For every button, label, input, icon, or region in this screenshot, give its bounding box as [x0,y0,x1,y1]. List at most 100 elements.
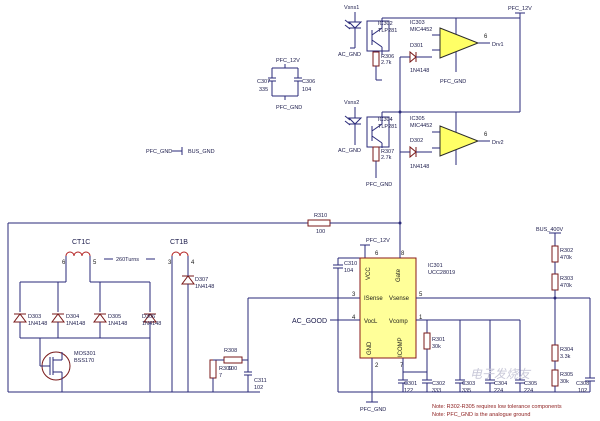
r309-ref: R309 [219,366,232,372]
r306-ref: R306 [381,54,394,60]
r308-value: 100 [228,366,237,372]
d305-ref: D305 [108,314,121,320]
r301-ref: R301 [432,337,445,343]
r310-value: 100 [316,229,325,235]
isense-network: R309 7 R308 100 C311 102 [70,297,360,393]
vsns1-label: Vsns1 [344,5,359,11]
r307-ref: R307 [381,149,394,155]
c304-ref: C304 [494,381,507,387]
d306-ref: D306 [142,314,155,320]
c302-value: 333 [432,388,441,394]
c307-ref: C307 [257,79,270,85]
r304-ref: R304 [560,347,573,353]
pfc-gnd-label-caps: PFC_GND [276,105,302,111]
ic301-pin-vsense: Vsense [389,296,410,302]
svg-text:6: 6 [375,251,379,257]
r309-value: 7 [219,373,222,379]
ic303-driver [439,27,480,59]
r308-ref: R308 [224,348,237,354]
note-2: Note: PFC_GND is the analogue ground [432,412,530,418]
svg-text:4: 4 [352,315,356,321]
r309-resistor [209,359,217,379]
ic301-pin-vocl: VocL [364,319,378,325]
r307-resistor [372,146,380,162]
svg-text:6: 6 [484,34,488,40]
d303-diode [13,313,27,323]
ic301-pin-gate: Gate [396,268,402,282]
c311-value: 102 [254,385,263,391]
bus400-label: BUS_400V [536,227,564,233]
bypass-caps: PFC_12V C307 335 C306 104 PFC_GND [257,58,315,111]
pfc12v-label-top: PFC_12V [508,6,532,12]
d303-ref: D303 [28,314,41,320]
ic304-ref: IC304 [378,117,393,123]
r302-value: 470k [560,255,572,261]
compensation-network: R301 30k C301 122 C302 333 C303 335 C304… [338,320,590,413]
r307-value: 2.7k [381,155,392,161]
ic301-pin-icomp: ICOMP [398,337,404,357]
r303-ref: R303 [560,276,573,282]
r305-value: 30k [560,379,569,385]
ic302-box [366,20,390,52]
ic301-pin-vcomp: Vcomp [389,319,408,325]
c303-value: 335 [462,388,471,394]
ac-good-label: AC_GOOD [292,318,327,325]
c305-value: 224 [524,388,533,394]
d305-value: 1N4148 [108,321,127,327]
d301-ref: D301 [410,43,423,49]
d301-diode [409,50,417,64]
r301-value: 30k [432,344,441,350]
svg-text:5: 5 [419,292,423,298]
drv2-label: Drv2 [492,140,504,146]
svg-text:6: 6 [62,260,66,266]
r303-resistor [551,273,559,291]
svg-text:2: 2 [375,363,379,369]
r305-ref: R305 [560,372,573,378]
svg-text:3: 3 [352,292,356,298]
svg-text:3: 3 [168,260,172,266]
ac-gnd-label-2: AC_GND [338,148,361,154]
svg-text:7: 7 [400,363,404,369]
d304-ref: D304 [66,314,79,320]
ic301-ref: IC301 [428,263,443,269]
ic303-ref: IC303 [410,20,425,26]
r302-ref: R302 [560,248,573,254]
pfc12v-label-caps: PFC_12V [276,58,300,64]
pfc-gnd-tie-label: PFC_GND [146,149,172,155]
d303-value: 1N4148 [28,321,47,327]
ic301-pin-isense: ISense [364,296,383,302]
drv1-label: Drv1 [492,42,504,48]
c302-ref: C302 [432,381,445,387]
mos301-ref: MOS301 [74,351,96,357]
ground-tie: PFC_GND BUS_GND [146,147,215,155]
r302-resistor [551,245,559,263]
vsns2-label: Vsns2 [344,100,359,106]
svg-text:6: 6 [484,132,488,138]
notes: Note: R302-R305 requires low tolerance c… [432,404,562,418]
ic301-pin-gnd: GND [367,341,373,355]
ic305-driver [439,125,480,157]
ic301-part: UCC28019 [428,270,455,276]
c307-value: 335 [259,87,268,93]
c301-ref: C301 [404,381,417,387]
c303-ref: C303 [462,381,475,387]
bus-gnd-tie-label: BUS_GND [188,149,215,155]
svg-text:1: 1 [419,315,423,321]
c305-ref: C305 [524,381,537,387]
c308-value: 102 [578,388,587,394]
d301-value: 1N4148 [410,68,429,74]
ic302-part: TLP281 [378,28,397,34]
d307-value: 1N4148 [195,284,214,290]
svg-text:5: 5 [93,260,97,266]
ic303-part: MIC4452 [410,27,432,33]
d304-diode [51,313,65,323]
ct1c-ref: CT1C [72,239,90,246]
r301-resistor [423,332,431,350]
c311-ref: C311 [254,378,267,384]
pfc12v-label-ic: PFC_12V [366,238,390,244]
ic301-pin-vcc: VCC [366,267,372,280]
r306-resistor [372,51,380,67]
d307-ref: D307 [195,277,208,283]
c306-ref: C306 [302,79,315,85]
